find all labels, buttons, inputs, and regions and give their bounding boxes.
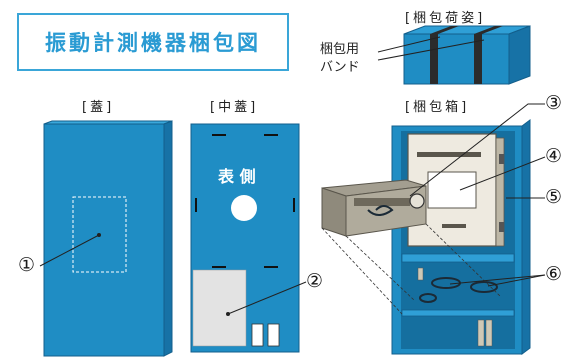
label-packed: [梱包荷姿] bbox=[405, 11, 486, 26]
band-label-line1: 梱包用 bbox=[320, 42, 360, 57]
callout-6: ⑥ bbox=[545, 263, 563, 285]
front-side-label: 表 側 bbox=[218, 167, 256, 186]
diagram-title: 振動計測機器梱包図 bbox=[45, 31, 261, 55]
band-label-line2: バンド bbox=[320, 60, 360, 75]
callout-3: ③ bbox=[545, 92, 563, 114]
packing-box bbox=[391, 119, 531, 355]
callout-5: ⑤ bbox=[545, 186, 563, 208]
label-lid: [蓋] bbox=[82, 100, 115, 115]
callout-1: ① bbox=[18, 254, 36, 276]
packed-box bbox=[403, 25, 531, 85]
label-box: [梱包箱] bbox=[405, 100, 470, 115]
lid-panel bbox=[43, 120, 173, 357]
title-box: 振動計測機器梱包図 bbox=[17, 13, 289, 71]
callout-4: ④ bbox=[545, 145, 563, 167]
label-inner-lid: [中蓋] bbox=[210, 100, 259, 115]
inner-lid-panel bbox=[190, 123, 300, 353]
callout-2: ② bbox=[306, 270, 324, 292]
